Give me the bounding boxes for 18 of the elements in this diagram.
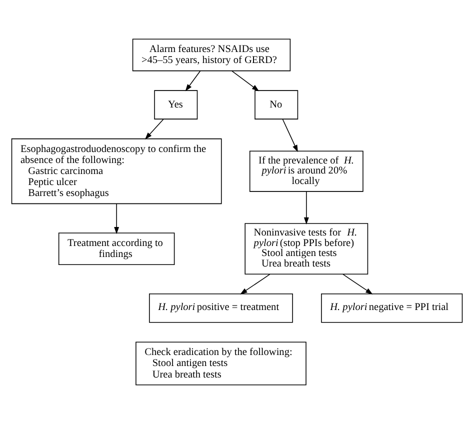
arrow	[185, 70, 201, 92]
arrow	[240, 274, 270, 294]
node-box: H. pylori negative = PPI trial	[321, 293, 463, 323]
node-box: If the prevalence of H. pylori is around 20% locally	[249, 150, 364, 192]
arrow	[282, 118, 298, 152]
arrow	[114, 203, 120, 234]
arrow	[232, 70, 260, 92]
arrow	[144, 118, 164, 140]
node-box: Esophagogastroduodenoscopy to confirm the absence of the following: Gastric carcinoma Peptic ulcer Barrett’s esophagus	[11, 138, 222, 204]
arrow	[342, 274, 373, 294]
node-box: Yes	[154, 90, 198, 120]
node-box: Alarm features? NSAIDs use >45–55 years, history of GERD?	[132, 38, 291, 72]
node-box: No	[254, 90, 298, 120]
arrow	[304, 191, 309, 225]
node-box: H. pylori positive = treatment	[149, 293, 293, 323]
node-box: Noninvasive tests for H. pylori (stop PPIs before) Stool antigen tests Urea breath tests	[244, 223, 368, 274]
node-box: Check eradication by the following: Stool antigen tests Urea breath tests	[136, 342, 306, 386]
node-box: Treatment according to findings	[58, 232, 175, 265]
